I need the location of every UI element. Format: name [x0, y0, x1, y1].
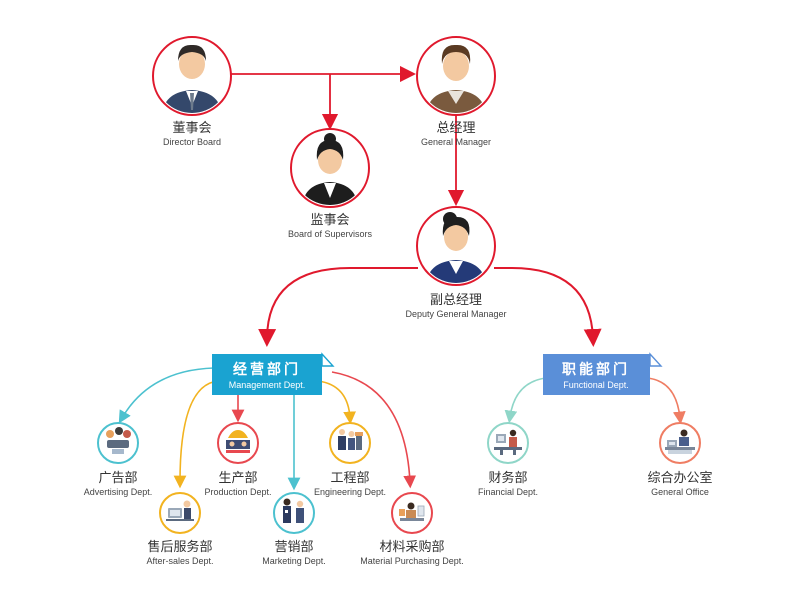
general-office-en: General Office [651, 487, 709, 497]
executive-connectors [230, 65, 602, 347]
purchasing-desk-icon [399, 502, 425, 521]
marketing-en: Marketing Dept. [262, 556, 326, 566]
material-purchasing-cn: 材料采购部 [379, 539, 444, 555]
board-of-supervisors-en: Board of Supervisors [288, 229, 373, 239]
advertising-en: Advertising Dept. [84, 487, 153, 497]
department-connectors [118, 367, 686, 491]
general-manager-cn: 总经理 [436, 121, 475, 136]
production-cn: 生产部 [218, 471, 257, 486]
director-board-en: Director Board [163, 137, 221, 147]
general-manager-en: General Manager [421, 137, 491, 147]
connector-deputy-to-functional [494, 267, 602, 347]
finance-office-icon [494, 429, 522, 455]
advertising-team-icon [106, 427, 131, 454]
node-financial [487, 422, 529, 464]
connector-to-financial [504, 377, 547, 424]
functional-group-en: Functional Dept. [563, 380, 629, 390]
deputy-general-manager-en: Deputy General Manager [405, 309, 506, 319]
connector-to-engineering [317, 380, 356, 425]
engineers-icon [338, 429, 363, 450]
financial-cn: 财务部 [488, 470, 527, 486]
connector-to-material-purchasing [331, 371, 417, 489]
node-production [217, 422, 259, 464]
advertising-cn: 广告部 [98, 471, 137, 486]
sales-team-icon [283, 498, 304, 523]
node-engineering [329, 422, 371, 464]
office-worker-icon [665, 429, 695, 454]
general-office-cn: 综合办公室 [647, 470, 712, 486]
management-group-en: Management Dept. [229, 380, 306, 390]
node-marketing [273, 492, 315, 534]
director-board-cn: 董事会 [172, 121, 211, 136]
functional-group-cn: 职能部门 [562, 361, 630, 378]
node-general-manager [416, 36, 496, 116]
group-management: 经营部门 Management Dept. [212, 352, 335, 395]
node-advertising [97, 422, 139, 464]
group-functional: 职能部门 Functional Dept. [543, 352, 663, 395]
connector-to-general-office [645, 377, 686, 425]
board-of-supervisors-cn: 监事会 [310, 213, 349, 228]
node-board-of-supervisors [290, 128, 370, 208]
deputy-general-manager-cn: 副总经理 [430, 293, 482, 308]
engineering-cn: 工程部 [330, 471, 369, 486]
engineering-en: Engineering Dept. [314, 487, 386, 497]
connector-deputy-to-management [258, 267, 418, 347]
material-purchasing-en: Material Purchasing Dept. [360, 556, 464, 566]
management-group-cn: 经营部门 [233, 361, 301, 378]
node-material-purchasing [391, 492, 433, 534]
connector-to-after-sales [173, 380, 219, 489]
node-deputy-general-manager [416, 206, 496, 286]
factory-workers-icon [226, 430, 250, 453]
production-en: Production Dept. [204, 487, 271, 497]
customer-service-icon [166, 500, 194, 521]
node-general-office [659, 422, 701, 464]
financial-en: Financial Dept. [478, 487, 538, 497]
marketing-cn: 营销部 [274, 540, 313, 555]
node-director-board [152, 36, 232, 116]
node-after-sales [159, 492, 201, 534]
after-sales-en: After-sales Dept. [146, 556, 213, 566]
after-sales-cn: 售后服务部 [147, 539, 212, 555]
connector-to-advertising [118, 367, 215, 424]
